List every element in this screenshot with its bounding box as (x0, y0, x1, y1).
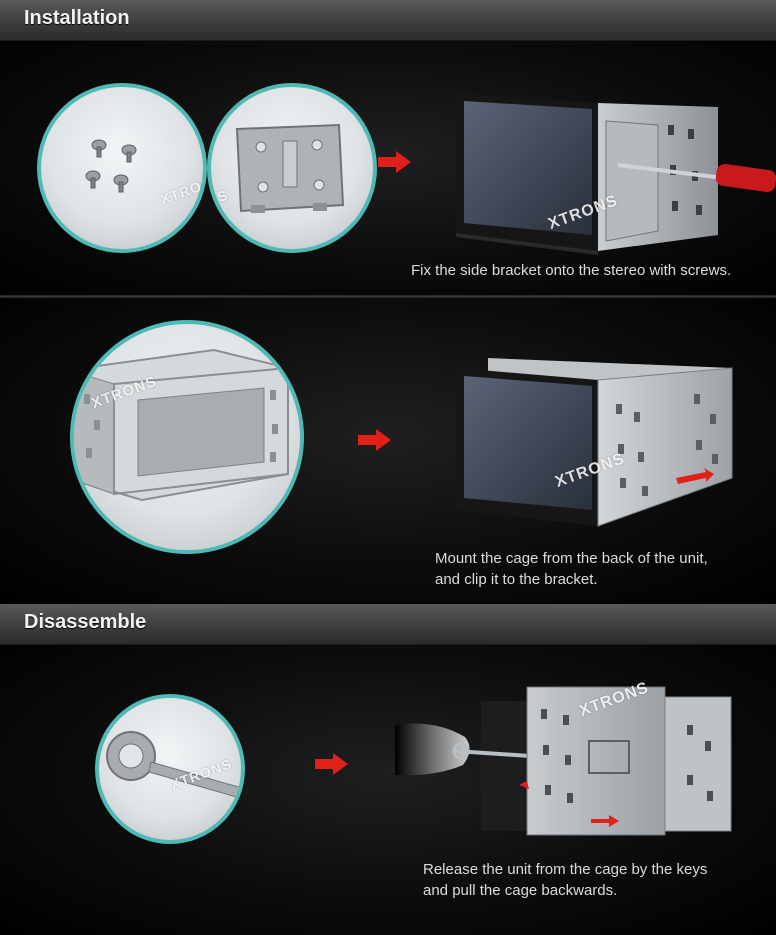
section-divider (0, 295, 776, 298)
step2-caption-line2: and clip it to the bracket. (435, 571, 598, 588)
right-arrow-icon (358, 429, 391, 451)
screws-circle: XTRONS (37, 83, 207, 253)
right-arrow-icon (315, 753, 348, 775)
stereo-with-cage (456, 358, 733, 527)
step1-caption: Fix the side bracket onto the stereo wit… (411, 262, 732, 279)
stereo-with-bracket (455, 93, 776, 255)
screws-icon (85, 139, 137, 193)
disassemble-title: Disassemble (24, 611, 147, 633)
step2-caption-line1: Mount the cage from the back of the unit… (435, 550, 708, 567)
disassemble-header: Disassemble (0, 604, 776, 645)
installation-title: Installation (24, 7, 130, 29)
installation-header: Installation (0, 0, 776, 41)
bracket-icon (235, 123, 345, 213)
installation-step-1: XTRONS XTRONS (0, 41, 776, 295)
cage-circle: XTRONS (70, 320, 304, 554)
disassemble-caption-line1: Release the unit from the cage by the ke… (423, 861, 708, 878)
right-arrow-icon (378, 151, 411, 173)
unit-removal (395, 686, 732, 836)
screwdriver-icon (715, 163, 776, 193)
removal-key-icon (106, 731, 241, 799)
disassemble-step: XTRONS XTRONS Release (0, 645, 776, 935)
key-circle: XTRONS (95, 694, 245, 844)
cage-icon (74, 348, 289, 502)
installation-step-2: XTRONS XTRONS Mount the cage from the ba… (0, 298, 776, 604)
disassemble-caption-line2: and pull the cage backwards. (423, 882, 618, 899)
bracket-circle: XTRONS (207, 83, 377, 253)
